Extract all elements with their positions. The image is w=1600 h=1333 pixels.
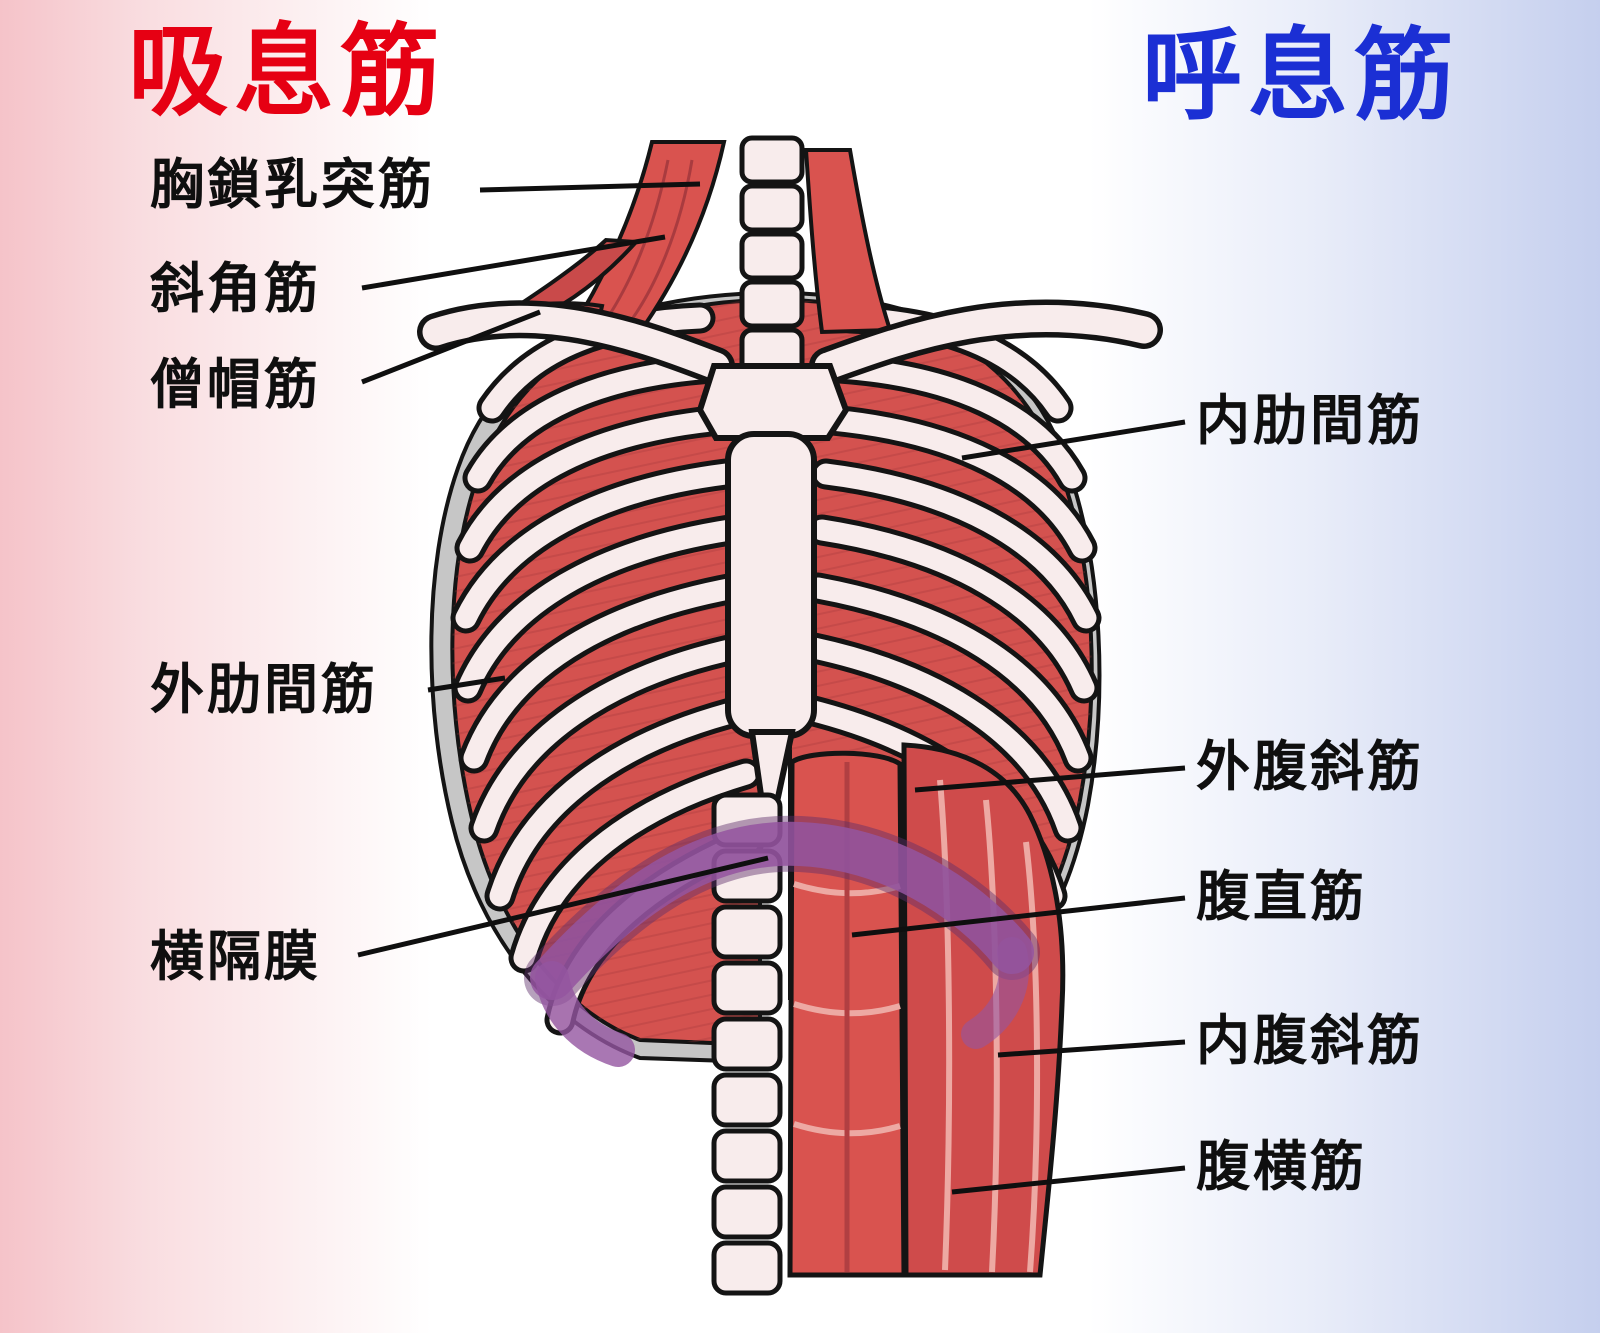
label-transversus-abdominis: 腹横筋 — [1196, 1135, 1367, 1198]
leader-transversus-abdominis — [951, 1165, 1186, 1195]
leader-rectus-abdominis — [851, 895, 1186, 938]
leader-trapezius — [361, 309, 541, 385]
label-internal-oblique: 内腹斜筋 — [1196, 1009, 1424, 1072]
label-external-intercostal: 外肋間筋 — [150, 658, 378, 721]
leader-diaphragm — [357, 855, 769, 958]
title-inspiratory-muscles: 吸息筋 — [128, 13, 446, 130]
neck-muscle-right — [803, 148, 893, 335]
label-sternocleidomastoid: 胸鎖乳突筋 — [150, 153, 435, 216]
sternum-body — [725, 431, 817, 739]
leader-lines — [357, 181, 1186, 1195]
leader-external-intercostal — [427, 675, 506, 693]
label-diaphragm: 横隔膜 — [150, 925, 321, 988]
leader-external-oblique — [914, 765, 1186, 793]
title-expiratory-muscles: 呼息筋 — [1142, 17, 1460, 134]
label-external-oblique: 外腹斜筋 — [1196, 735, 1424, 798]
label-trapezius: 僧帽筋 — [150, 353, 321, 416]
lumbar-spine — [711, 792, 783, 1296]
label-internal-intercostal: 内肋間筋 — [1196, 389, 1424, 452]
xiphoid-process — [748, 729, 796, 805]
leader-internal-intercostal — [961, 419, 1186, 461]
label-rectus-abdominis: 腹直筋 — [1196, 865, 1367, 928]
cervical-spine — [739, 135, 805, 377]
label-scalene: 斜角筋 — [150, 257, 321, 320]
leader-sternocleidomastoid — [479, 181, 701, 193]
leader-scalene — [361, 234, 666, 291]
manubrium — [696, 363, 850, 441]
sternum — [696, 363, 850, 805]
leader-internal-oblique — [997, 1039, 1186, 1058]
